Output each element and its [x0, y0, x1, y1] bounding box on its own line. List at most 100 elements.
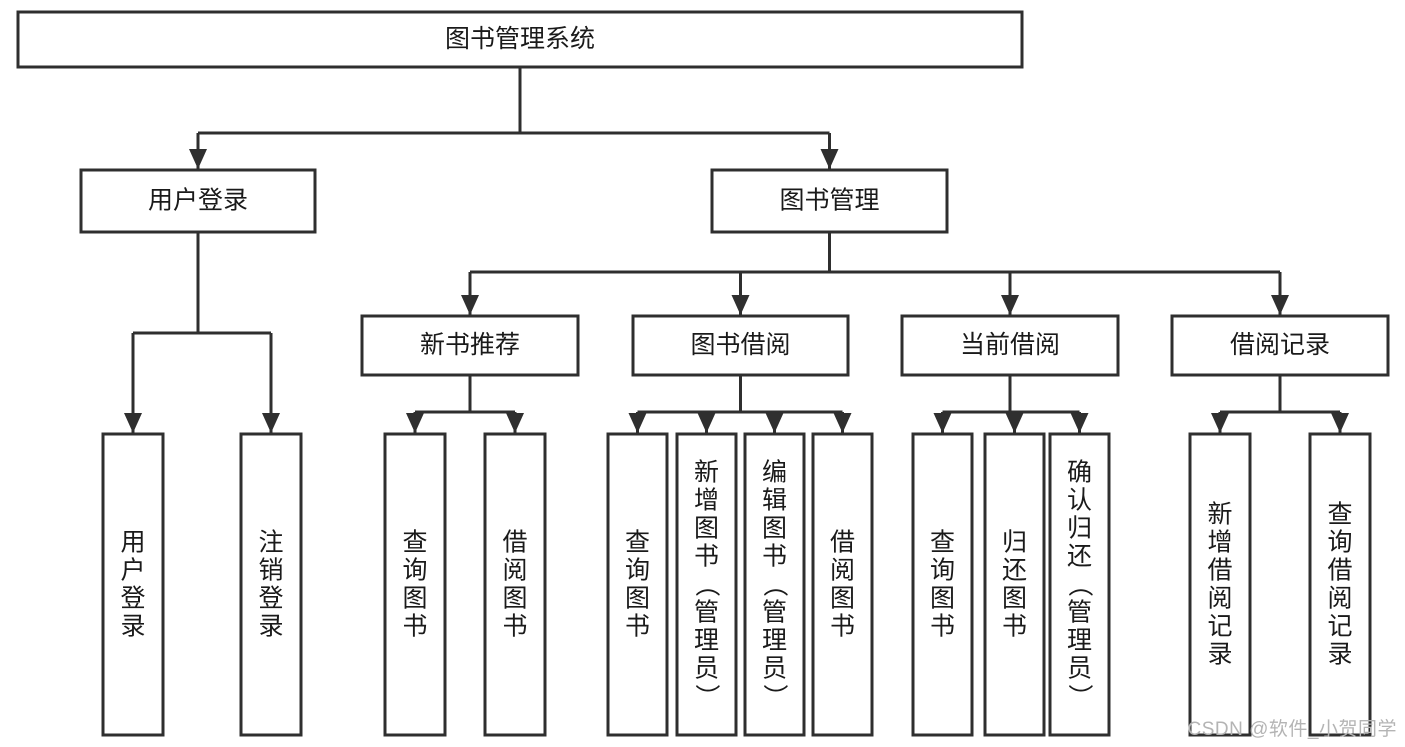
node-label-leaf-borrow-edit-char-1: 辑	[762, 486, 787, 514]
node-leaf-rec-add[interactable]: 新增借阅记录新增借阅记录	[1188, 432, 1252, 737]
node-label-leaf-cur-confirm-char-3: 还	[1067, 542, 1092, 570]
node-label-leaf-borrow-query-char-0: 查	[625, 528, 650, 556]
edge-group-new-book-rec	[406, 375, 524, 433]
node-box-book-borrow	[631, 314, 850, 377]
node-label-leaf-rec-query-char-2: 图	[402, 584, 427, 612]
arrow-head-icon	[820, 149, 839, 169]
node-label-root: 图书管理系统	[445, 25, 595, 53]
node-box-borrow-record	[1170, 314, 1390, 377]
node-leaf-user-login[interactable]: 用户登录用户登录	[101, 432, 165, 737]
node-box-leaf-rec-query2	[1308, 432, 1372, 737]
arrow-head-icon	[731, 295, 750, 315]
node-label-leaf-user-login-char-0: 用	[120, 528, 145, 556]
node-label-leaf-cur-confirm-char-6: 理	[1067, 626, 1092, 654]
node-label-leaf-user-login-char-3: 录	[120, 612, 145, 640]
node-leaf-cur-query[interactable]: 查询图书查询图书	[911, 432, 974, 737]
arrow-head-icon	[189, 149, 207, 169]
node-label-leaf-borrow-add-char-3: 书	[694, 542, 719, 570]
node-user-login[interactable]: 用户登录	[79, 168, 317, 234]
node-label-book-borrow: 图书借阅	[690, 331, 790, 359]
node-label-leaf-cur-return-char-2: 图	[1002, 584, 1027, 612]
node-label-leaf-borrow-add-char-1: 增	[694, 486, 719, 514]
nodes-layer: 图书管理系统用户登录图书管理新书推荐图书借阅当前借阅借阅记录用户登录用户登录注销…	[16, 10, 1390, 737]
arrow-head-icon	[1331, 413, 1349, 433]
arrow-head-icon	[506, 413, 524, 433]
node-label-leaf-cur-confirm-char-1: 认	[1067, 486, 1092, 514]
node-label-leaf-rec-borrow-char-2: 图	[502, 584, 527, 612]
node-box-user-login	[79, 168, 317, 234]
node-box-leaf-cur-query	[911, 432, 974, 737]
arrow-head-icon	[1005, 413, 1024, 433]
node-label-leaf-cur-query-char-3: 书	[930, 612, 955, 640]
node-label-leaf-rec-borrow-char-3: 书	[502, 612, 527, 640]
node-leaf-rec-borrow[interactable]: 借阅图书借阅图书	[483, 432, 547, 737]
node-label-leaf-rec-query-char-0: 查	[402, 528, 427, 556]
node-label-leaf-rec-query2-char-0: 查	[1327, 500, 1352, 528]
node-label-leaf-user-login-char-2: 登	[120, 584, 145, 612]
node-leaf-borrow-lend[interactable]: 借阅图书借阅图书	[811, 432, 874, 737]
node-label-book-manage: 图书管理	[779, 187, 879, 215]
node-box-leaf-borrow-query	[606, 432, 669, 737]
node-label-leaf-cur-confirm-char-2: 归	[1067, 514, 1092, 542]
node-box-leaf-borrow-add	[675, 432, 738, 737]
node-box-book-manage	[710, 168, 949, 234]
node-label-leaf-cur-confirm-char-4: （	[1066, 572, 1094, 597]
arrow-head-icon	[406, 413, 424, 433]
node-label-leaf-borrow-edit-char-6: 理	[762, 626, 787, 654]
node-label-leaf-borrow-add-char-8: ）	[693, 684, 721, 709]
node-book-manage[interactable]: 图书管理	[710, 168, 949, 234]
node-label-leaf-cur-confirm-char-5: 管	[1067, 598, 1092, 626]
node-label-leaf-rec-add-char-3: 阅	[1207, 584, 1232, 612]
node-leaf-cur-return[interactable]: 归还图书归还图书	[983, 432, 1046, 737]
node-label-leaf-rec-query2-char-2: 借	[1327, 556, 1352, 584]
node-root[interactable]: 图书管理系统	[16, 10, 1024, 69]
node-label-leaf-borrow-add-char-4: （	[693, 572, 721, 597]
node-box-leaf-borrow-edit	[743, 432, 806, 737]
node-label-leaf-borrow-edit-char-7: 员	[762, 654, 787, 682]
node-box-root	[16, 10, 1024, 69]
node-box-leaf-rec-query	[383, 432, 447, 737]
node-label-leaf-cur-confirm-char-7: 员	[1067, 654, 1092, 682]
node-leaf-rec-query[interactable]: 查询图书查询图书	[383, 432, 447, 737]
node-new-book-rec[interactable]: 新书推荐	[360, 314, 580, 377]
node-label-leaf-borrow-lend-char-0: 借	[830, 528, 855, 556]
node-borrow-record[interactable]: 借阅记录	[1170, 314, 1390, 377]
edge-group-user-login	[124, 232, 280, 433]
node-box-new-book-rec	[360, 314, 580, 377]
node-label-leaf-user-logout-char-0: 注	[258, 528, 283, 556]
node-label-leaf-borrow-add-char-0: 新	[694, 458, 719, 486]
node-label-leaf-user-logout-char-3: 录	[258, 612, 283, 640]
node-book-borrow[interactable]: 图书借阅	[631, 314, 850, 377]
arrow-head-icon	[124, 413, 142, 433]
edge-group-book-borrow	[628, 375, 852, 433]
node-label-leaf-borrow-edit-char-3: 书	[762, 542, 787, 570]
node-label-borrow-record: 借阅记录	[1230, 331, 1330, 359]
arrow-head-icon	[1070, 413, 1089, 433]
arrow-head-icon	[1211, 413, 1229, 433]
node-label-leaf-cur-query-char-0: 查	[930, 528, 955, 556]
node-label-leaf-rec-add-char-0: 新	[1207, 500, 1232, 528]
node-label-new-book-rec: 新书推荐	[420, 331, 520, 359]
node-label-leaf-cur-confirm-char-0: 确	[1067, 458, 1092, 486]
node-current-borrow[interactable]: 当前借阅	[900, 314, 1120, 377]
node-box-leaf-user-logout	[239, 432, 303, 737]
edges-layer	[124, 67, 1349, 433]
node-label-leaf-borrow-add-char-2: 图	[694, 514, 719, 542]
node-leaf-rec-query2[interactable]: 查询借阅记录查询借阅记录	[1308, 432, 1372, 737]
node-label-leaf-rec-query-char-1: 询	[402, 556, 427, 584]
node-label-leaf-user-logout-char-1: 销	[258, 556, 283, 584]
arrow-head-icon	[933, 413, 952, 433]
node-label-leaf-borrow-edit-char-0: 编	[762, 458, 787, 486]
node-leaf-borrow-query[interactable]: 查询图书查询图书	[606, 432, 669, 737]
node-label-leaf-borrow-edit-char-4: （	[761, 572, 789, 597]
node-leaf-user-logout[interactable]: 注销登录注销登录	[239, 432, 303, 737]
node-label-leaf-user-login-char-1: 户	[120, 556, 145, 584]
node-label-leaf-borrow-add-char-6: 理	[694, 626, 719, 654]
arrow-head-icon	[765, 413, 784, 433]
arrow-head-icon	[461, 295, 479, 315]
arrow-head-icon	[697, 413, 716, 433]
node-label-leaf-rec-add-char-5: 录	[1207, 640, 1232, 668]
